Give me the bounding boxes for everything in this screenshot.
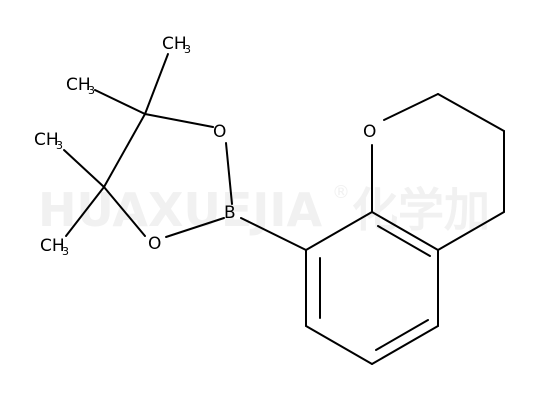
bond — [305, 211, 373, 251]
bond — [437, 211, 505, 251]
bond — [371, 211, 439, 251]
watermark-registered-mark: ® — [332, 182, 350, 203]
bond — [437, 93, 505, 132]
aryl-boron-bond — [240, 217, 307, 251]
bond — [165, 217, 225, 238]
methyl-label-subscript: 3 — [184, 43, 191, 56]
bond — [65, 186, 105, 237]
methyl-label: CH 3 — [34, 130, 63, 152]
boron-label: B — [224, 203, 236, 223]
bond — [63, 149, 105, 188]
methyl-label: CH 3 — [40, 236, 69, 258]
pyran-ring — [371, 93, 505, 251]
methyl-label: CH 3 — [66, 75, 95, 97]
bond — [103, 186, 146, 237]
methyl-label-text: CH — [40, 236, 65, 256]
methyl-label-subscript: 3 — [62, 245, 69, 258]
ring-oxygen-label: O — [363, 122, 376, 142]
methyl-label: CH 3 — [162, 34, 191, 56]
double-bond-inner — [375, 319, 429, 351]
bond — [94, 89, 146, 115]
methyl-label-text: CH — [34, 130, 59, 150]
dioxaborolane-ring — [103, 113, 233, 238]
bond — [371, 325, 439, 365]
bond — [144, 53, 169, 115]
bond — [383, 93, 439, 121]
methyl-label-text: CH — [66, 75, 91, 95]
watermark-cjk-text: 化学加 — [352, 183, 490, 237]
watermark-text: HUAXUEJIA — [38, 183, 323, 237]
bond — [225, 142, 233, 205]
methyl-label-subscript: 3 — [88, 84, 95, 97]
dioxaborolane-oxygen-bottom-label: O — [148, 234, 161, 254]
methyl-label-subscript: 3 — [56, 139, 63, 152]
bond — [103, 113, 146, 188]
dioxaborolane-oxygen-top-label: O — [213, 122, 226, 142]
bond — [144, 113, 214, 128]
bond — [305, 325, 373, 365]
double-bond-inner — [377, 225, 431, 257]
methyl-label-text: CH — [162, 34, 187, 54]
benzene-ring — [305, 211, 439, 365]
methyl-bonds — [63, 53, 169, 237]
